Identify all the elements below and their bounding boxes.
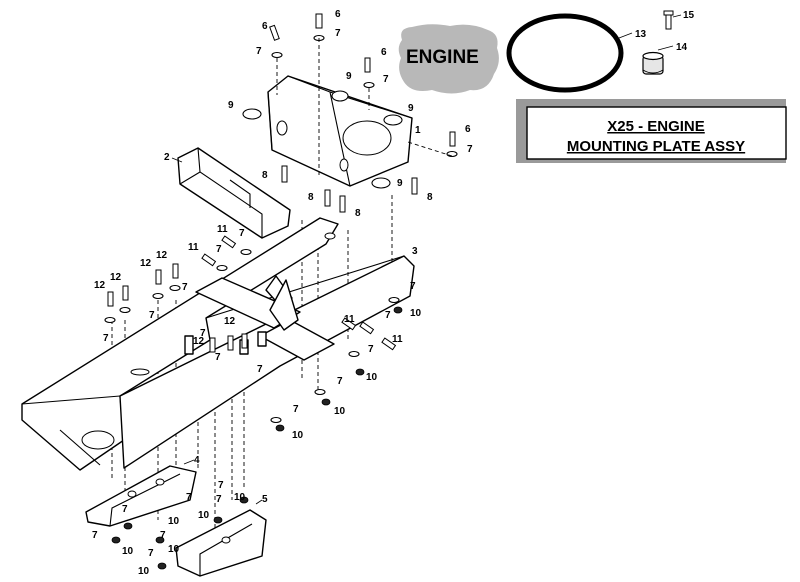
callout-6b: 6 — [262, 21, 268, 32]
callout-5: 5 — [262, 494, 268, 505]
title-line-1: X25 - ENGINE — [607, 118, 705, 135]
callout-10h: 10 — [122, 546, 134, 557]
engine-blob: ENGINE — [398, 24, 499, 94]
callout-2: 2 — [164, 152, 170, 163]
callout-7g: 7 — [182, 282, 188, 293]
callout-12a: 12 — [140, 258, 152, 269]
callout-11d: 11 — [392, 334, 403, 345]
callout-6a: 6 — [335, 9, 341, 20]
callout-12e: 12 — [224, 316, 236, 327]
callout-10a: 10 — [410, 308, 422, 319]
callout-7m: 7 — [337, 376, 343, 387]
callout-9c: 9 — [408, 103, 414, 114]
callout-8a: 8 — [262, 170, 268, 181]
engine-mounting-plate — [242, 75, 413, 189]
lower-hardware — [104, 235, 403, 570]
callout-12d: 12 — [94, 280, 106, 291]
callout-7r: 7 — [186, 492, 192, 503]
callout-12c: 12 — [110, 272, 122, 283]
callout-10j: 10 — [138, 566, 150, 577]
belt-ring — [506, 13, 633, 93]
callout-7p: 7 — [215, 352, 221, 363]
callout-7d: 7 — [467, 144, 473, 155]
callout-7f: 7 — [216, 244, 222, 255]
callout-10b: 10 — [366, 372, 378, 383]
callout-7h: 7 — [149, 310, 155, 321]
callout-7x: 7 — [148, 548, 154, 559]
callout-8b: 8 — [308, 192, 314, 203]
callout-10e: 10 — [234, 492, 246, 503]
callout-6d: 6 — [465, 124, 471, 135]
callout-8c: 8 — [355, 208, 361, 219]
callout-labels: 1 2 3 4 5 6 6 6 6 7 7 7 7 7 7 7 7 7 7 7 … — [92, 9, 695, 577]
callout-7j: 7 — [410, 281, 416, 292]
callout-11c: 11 — [344, 314, 355, 325]
callout-9b: 9 — [228, 100, 234, 111]
callout-3: 3 — [412, 246, 418, 257]
callout-13: 13 — [635, 29, 647, 40]
tractor-frame — [21, 217, 415, 471]
title-box: X25 - ENGINE MOUNTING PLATE ASSY — [516, 99, 787, 163]
callout-8d: 8 — [427, 192, 433, 203]
callout-11a: 11 — [217, 224, 228, 235]
callout-7i: 7 — [103, 333, 109, 344]
callout-7s: 7 — [218, 480, 224, 491]
callout-7v: 7 — [92, 530, 98, 541]
callout-14: 14 — [676, 42, 688, 53]
callout-7e: 7 — [239, 228, 245, 239]
callout-7u: 7 — [122, 504, 128, 515]
callout-7c: 7 — [383, 74, 389, 85]
callout-7b: 7 — [256, 46, 262, 57]
callout-9a: 9 — [346, 71, 352, 82]
engine-label: ENGINE — [406, 47, 479, 68]
callout-11b: 11 — [188, 242, 199, 253]
lower-bracket-left — [85, 459, 197, 527]
callout-7o: 7 — [200, 328, 206, 339]
callout-12f: 12 — [193, 336, 205, 347]
callout-6c: 6 — [381, 47, 387, 58]
callout-10i: 10 — [168, 544, 180, 555]
callout-10c: 10 — [334, 406, 346, 417]
callout-7t: 7 — [216, 494, 222, 505]
title-line-2: MOUNTING PLATE ASSY — [567, 138, 745, 155]
callout-10g: 10 — [168, 516, 180, 527]
callout-7q: 7 — [257, 364, 263, 375]
callout-10f: 10 — [198, 510, 210, 521]
lower-bracket-right — [175, 499, 267, 577]
callout-10d: 10 — [292, 430, 304, 441]
callout-7a: 7 — [335, 28, 341, 39]
bracket-part — [171, 147, 291, 239]
callout-4: 4 — [194, 455, 200, 466]
callout-7k: 7 — [385, 310, 391, 321]
pin-part — [663, 10, 682, 30]
callout-15: 15 — [683, 10, 695, 21]
callout-9d: 9 — [397, 178, 403, 189]
spacer-part — [642, 45, 674, 75]
callout-7l: 7 — [368, 344, 374, 355]
callout-1: 1 — [415, 125, 421, 136]
callout-12b: 12 — [156, 250, 168, 261]
callout-7w: 7 — [160, 530, 166, 541]
callout-7n: 7 — [293, 404, 299, 415]
